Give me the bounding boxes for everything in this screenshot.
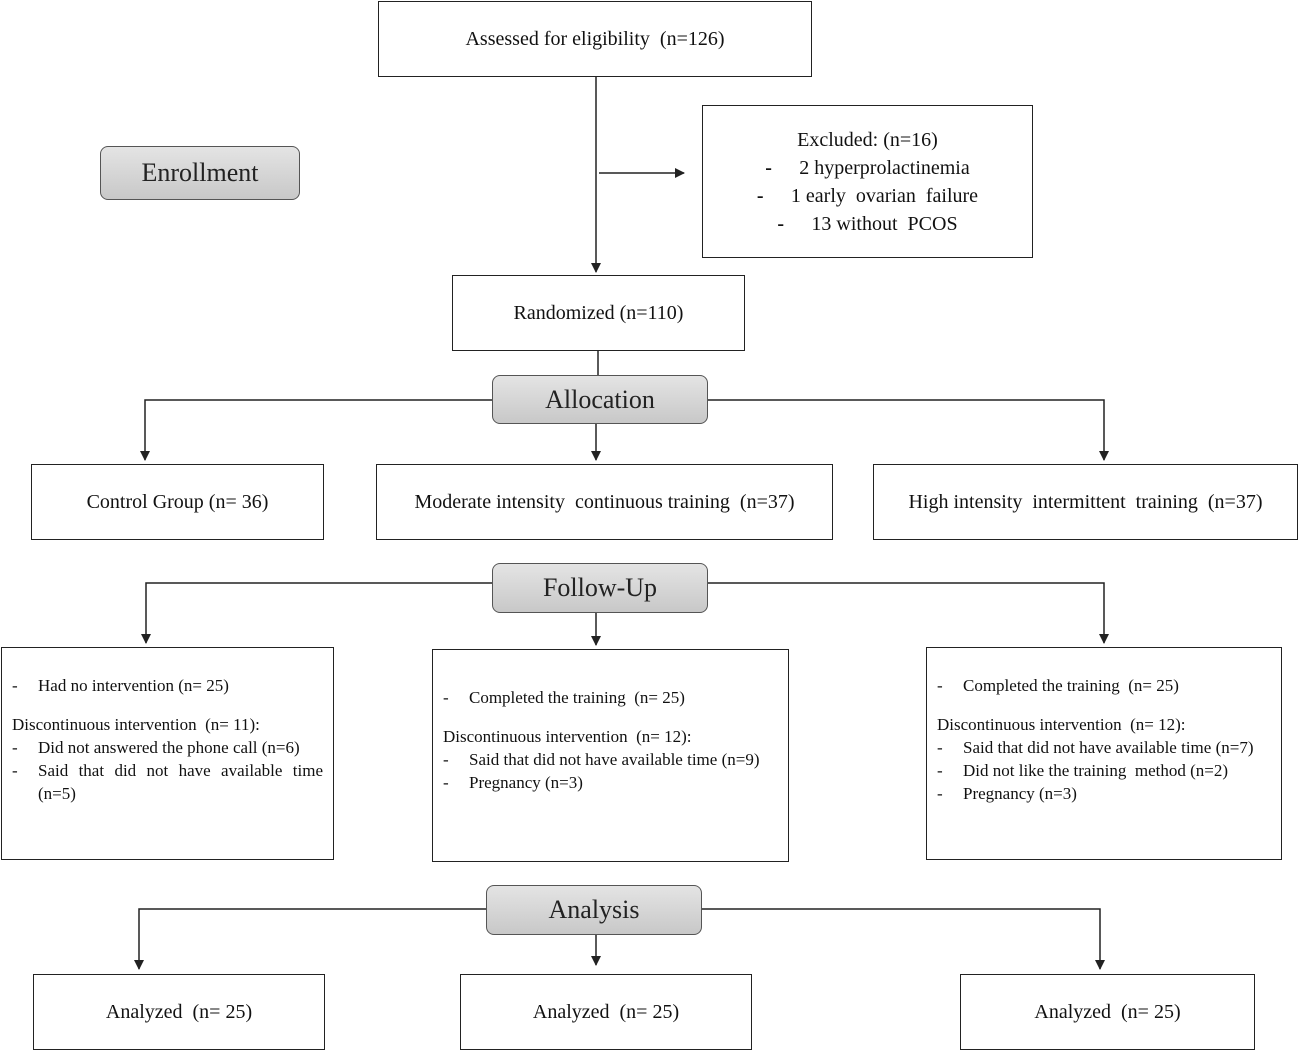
followup-reason-text: Did not answered the phone call (n=6) [38,738,300,757]
followup-primary-text: Had no intervention (n= 25) [38,676,229,695]
analysis-high-box: Analyzed (n= 25) [960,974,1255,1050]
analysis-control-text: Analyzed (n= 25) [105,1000,253,1023]
excluded-bullet: - [777,212,785,235]
stage-enrollment-label: Enrollment [141,158,259,187]
followup-primary-text: Completed the training (n= 25) [469,688,685,707]
excluded-item-text: 13 without PCOS [811,212,958,235]
stage-analysis: Analysis [486,885,702,935]
followup-reason-text: Said that did not have available time (n… [963,738,1254,757]
followup-control-box: - Had no intervention (n= 25) Discontinu… [1,647,334,860]
stage-follow-up-label: Follow-Up [542,573,658,602]
stage-analysis-label: Analysis [548,895,640,924]
assessed-text: Assessed for eligibility (n=126) [465,27,725,50]
excluded-title: Excluded: (n=16) [797,128,938,151]
stage-allocation: Allocation [492,375,708,424]
stage-enrollment: Enrollment [100,146,300,200]
followup-bullet: - [12,676,18,695]
followup-primary: - Completed the training (n= 25) [443,686,778,709]
excluded-bullet: - [756,184,764,207]
analysis-control-box: Analyzed (n= 25) [33,974,325,1050]
followup-bullet: - [937,784,943,803]
excluded-item: - 1 early ovarian failure [757,182,978,210]
arrow-followup-to-high [707,582,1109,644]
followup-bullet: - [443,688,449,707]
followup-bullet: - [937,738,943,757]
group-high-text: High intensity intermittent training (n=… [908,490,1263,513]
followup-primary-text: Completed the training (n= 25) [963,676,1179,695]
followup-discontinued-title: Discontinuous intervention (n= 12): [937,715,1186,734]
followup-bullet: - [12,738,18,757]
followup-reason: - Did not answered the phone call (n=6) [12,736,323,759]
analysis-moderate-text: Analyzed (n= 25) [532,1000,680,1023]
arrow-analysis-to-control [134,908,487,970]
excluded-bullet: - [765,156,772,179]
excluded-box: Excluded: (n=16) - 2 hyperprolactinemia … [702,105,1033,258]
followup-bullet: - [937,761,943,780]
arrow-allocation-to-control [140,399,493,461]
group-control-box: Control Group (n= 36) [31,464,324,540]
followup-discontinued-title: Discontinuous intervention (n= 11): [12,715,260,734]
excluded-item: - 2 hyperprolactinemia [765,154,970,182]
followup-bullet: - [443,773,449,792]
stage-follow-up: Follow-Up [492,563,708,613]
followup-reason: - Said that did not have available time … [937,736,1271,759]
group-moderate-text: Moderate intensity continuous training (… [414,490,795,513]
followup-bullet: - [937,676,943,695]
stage-allocation-label: Allocation [545,384,655,414]
group-control-text: Control Group (n= 36) [86,490,269,513]
analysis-high-text: Analyzed (n= 25) [1034,1000,1181,1023]
followup-moderate-box: - Completed the training (n= 25) Discont… [432,649,789,862]
excluded-item-text: 2 hyperprolactinemia [799,156,970,179]
followup-bullet: - [443,750,449,769]
group-moderate-box: Moderate intensity continuous training (… [376,464,833,540]
followup-reason: - Did not like the training method (n=2) [937,759,1271,782]
followup-reason: - Said that did not have available time … [443,748,778,771]
randomized-box: Randomized (n=110) [452,275,745,351]
followup-bullet: - [12,761,18,780]
group-high-box: High intensity intermittent training (n=… [873,464,1298,540]
assessed-box: Assessed for eligibility (n=126) [378,1,812,77]
followup-reason-text: Said that did not have available time (n… [469,750,760,769]
excluded-item-text: 1 early ovarian failure [790,184,979,207]
followup-reason-text: Pregnancy (n=3) [963,784,1077,803]
arrow-allocation-to-high [707,399,1109,461]
excluded-item: - 13 without PCOS [777,210,957,238]
followup-reason: - Pregnancy (n=3) [443,771,778,794]
followup-primary: - Completed the training (n= 25) [937,674,1271,697]
followup-reason: - Said that did not have available time … [12,759,323,805]
followup-reason: - Pregnancy (n=3) [937,782,1271,805]
arrow-analysis-to-high [701,908,1105,970]
followup-discontinued-title: Discontinuous intervention (n= 12): [443,727,692,746]
followup-reason-text: Said that did not have available time (n… [38,761,323,803]
arrow-followup-to-control [141,582,493,644]
followup-high-box: - Completed the training (n= 25) Discont… [926,647,1282,860]
followup-reason-text: Did not like the training method (n=2) [963,761,1229,780]
randomized-text: Randomized (n=110) [513,301,684,324]
analysis-moderate-box: Analyzed (n= 25) [460,974,752,1050]
followup-reason-text: Pregnancy (n=3) [469,773,583,792]
followup-primary: - Had no intervention (n= 25) [12,674,323,697]
